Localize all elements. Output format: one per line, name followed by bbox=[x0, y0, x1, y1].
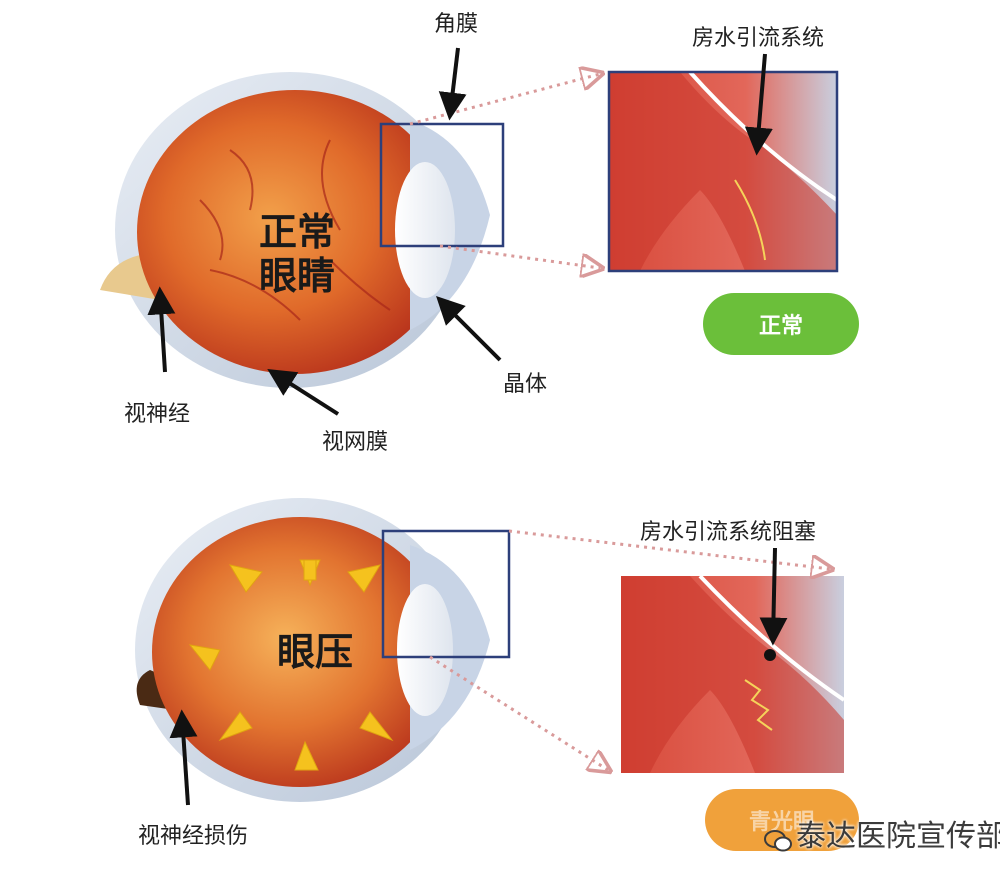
retina-arrow bbox=[267, 368, 340, 416]
watermark: 泰达医院宣传部 bbox=[764, 811, 1000, 855]
zoom-link-bottom-2 bbox=[429, 655, 608, 770]
iris-tissue bbox=[609, 72, 837, 271]
optic-nerve-arrow bbox=[147, 286, 176, 373]
normal-eye-label-line2: 眼睛 bbox=[258, 254, 335, 298]
zoom-link-top-2 bbox=[508, 529, 830, 569]
glaucoma-eye-illustration bbox=[135, 498, 511, 802]
wechat-icon bbox=[764, 826, 792, 851]
drainage-arrow bbox=[744, 53, 773, 156]
pressure-arrow-w bbox=[188, 644, 221, 671]
cornea-label: 角膜 bbox=[434, 12, 479, 37]
iris-tissue-2 bbox=[621, 576, 844, 773]
optic-nerve-label: 视神经 bbox=[124, 402, 191, 427]
optic-nerve-damage-label: 视神经损伤 bbox=[138, 824, 249, 849]
pressure-arrows bbox=[188, 559, 394, 771]
pressure-arrow-ne bbox=[347, 564, 382, 593]
lens-arrow bbox=[436, 296, 502, 362]
blocked-channel bbox=[744, 679, 773, 731]
pressure-arrow-nw bbox=[228, 564, 263, 593]
optic-damage-arrow bbox=[169, 709, 198, 806]
watermark-text: 泰达医院宣传部 bbox=[796, 819, 1000, 854]
pressure-arrow-se bbox=[359, 711, 394, 742]
blocked-drainage-zoom bbox=[621, 574, 846, 773]
pressure-arrow-n-shaft bbox=[303, 559, 317, 581]
glaucoma-status-badge: 青光眼 bbox=[705, 789, 859, 851]
retina-label: 视网膜 bbox=[322, 430, 389, 455]
blocked-drainage-arrow bbox=[759, 547, 788, 646]
cornea-arrow bbox=[438, 47, 467, 121]
iop-label: 眼压 bbox=[276, 630, 353, 674]
normal-eye-label: 正常 眼睛 bbox=[252, 210, 342, 298]
zoom-link-top bbox=[409, 74, 600, 126]
blockage-point bbox=[764, 649, 776, 661]
normal-eye-label-line1: 正常 bbox=[258, 210, 335, 254]
zoom-link-bottom bbox=[439, 244, 600, 268]
lens-label: 晶体 bbox=[503, 372, 548, 397]
pressure-arrow-sw bbox=[218, 711, 253, 742]
drainage-channel bbox=[734, 179, 766, 261]
glaucoma-status-text: 青光眼 bbox=[748, 810, 815, 835]
normal-drainage-zoom bbox=[607, 70, 839, 273]
drainage-label: 房水引流系统 bbox=[692, 26, 825, 51]
glaucoma-zoom-frame-marker bbox=[381, 529, 511, 659]
normal-status-badge: 正常 bbox=[703, 293, 859, 355]
lens-shape bbox=[395, 162, 455, 298]
zoom-frame bbox=[607, 70, 839, 273]
lens-shape-2 bbox=[397, 584, 453, 716]
retina-shape bbox=[137, 90, 453, 374]
normal-eye-illustration bbox=[100, 72, 505, 388]
normal-status-text: 正常 bbox=[758, 314, 803, 339]
drainage-blocked-label: 房水引流系统阻塞 bbox=[640, 520, 817, 545]
blood-vessels bbox=[199, 139, 391, 321]
pressure-arrow-s bbox=[294, 740, 319, 771]
